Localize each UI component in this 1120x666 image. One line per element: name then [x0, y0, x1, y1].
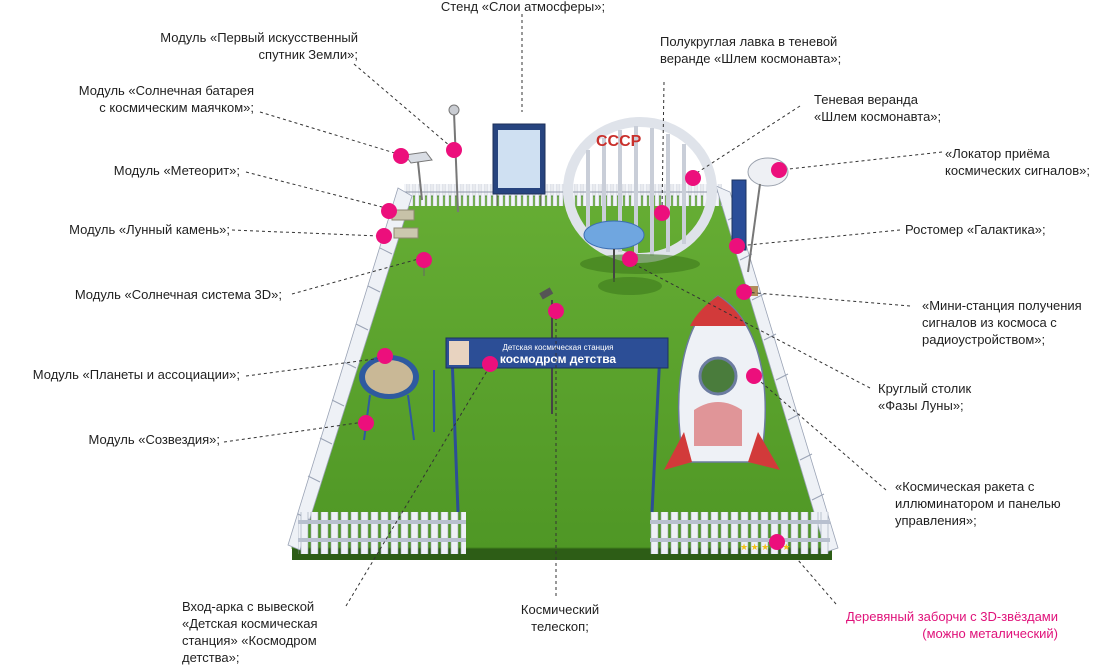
sign-subtitle: Детская космическая станция: [503, 343, 614, 352]
marker-fence: [769, 534, 785, 550]
label-fence: Деревяный заборчи с 3D-звёздами (можно м…: [846, 609, 1058, 641]
back-fence: [404, 184, 722, 206]
front-fence-right: ★ ★ ★ ★ ★: [650, 512, 830, 554]
label-locator: «Локатор приёма космических сигналов»;: [945, 146, 1090, 178]
markers: [358, 142, 787, 550]
label-constellations: Модуль «Созвездия»;: [88, 432, 220, 447]
rocket: [664, 295, 780, 470]
marker-telescope: [548, 303, 564, 319]
label-telescope: Космический телескоп;: [520, 602, 600, 634]
label-mini-station: «Мини-станция получения сигналов из косм…: [922, 298, 1082, 347]
label-solar-system: Модуль «Солнечная система 3D»;: [74, 287, 282, 302]
label-lunar-stone: Модуль «Лунный камень»;: [69, 222, 230, 237]
label-veranda: Теневая веранда «Шлем космонавта»;: [814, 92, 942, 124]
label-solar-battery: Модуль «Солнечная батарея с космическим …: [78, 83, 254, 115]
marker-mini-station: [736, 284, 752, 300]
label-meteorit: Модуль «Метеорит»;: [113, 163, 240, 178]
label-rocket: «Космическая ракета с иллюминатором и па…: [895, 479, 1061, 528]
marker-sputnik: [446, 142, 462, 158]
ussr-text: СССР: [596, 133, 642, 150]
moon-phases-table: [583, 220, 662, 295]
marker-rostomer: [729, 238, 745, 254]
label-rostomer: Ростомер «Галактика»;: [905, 222, 1046, 237]
marker-meteorit: [381, 203, 397, 219]
sputnik-module: [448, 104, 460, 213]
marker-solar-battery: [393, 148, 409, 164]
planets-table: [359, 355, 419, 441]
marker-veranda: [685, 170, 701, 186]
marker-moon-table: [622, 251, 638, 267]
solar-battery-module: [404, 151, 433, 201]
label-atmosphere-stand: Стенд «Слои атмосферы»;: [440, 0, 606, 14]
label-sputnik: Модуль «Первый искусственный спутник Зем…: [160, 30, 358, 62]
front-fence-left: [298, 512, 466, 554]
marker-solar-system: [416, 252, 432, 268]
entrance-arch: Детская космическая станция космодром де…: [445, 337, 669, 513]
label-planets: Модуль «Планеты и ассоциации»;: [32, 367, 240, 382]
marker-entrance: [482, 356, 498, 372]
leader-lines: [223, 14, 943, 607]
sign-title: космодром детства: [500, 352, 617, 366]
marker-planets: [377, 348, 393, 364]
marker-constellations: [358, 415, 374, 431]
marker-bench: [654, 205, 670, 221]
marker-rocket: [746, 368, 762, 384]
label-moon-table: Круглый столик «Фазы Луны»;: [878, 381, 972, 413]
label-bench: Полукруглая лавка в теневой веранде «Шле…: [660, 34, 842, 66]
marker-locator: [771, 162, 787, 178]
marker-lunar-stone: [376, 228, 392, 244]
lunar-stone-module: [393, 227, 419, 239]
svg-text:★ ★ ★ ★ ★: ★ ★ ★ ★ ★: [740, 542, 790, 552]
label-entrance: Вход-арка с вывеской «Детская космическа…: [182, 599, 318, 665]
atmosphere-stand: [492, 123, 546, 206]
